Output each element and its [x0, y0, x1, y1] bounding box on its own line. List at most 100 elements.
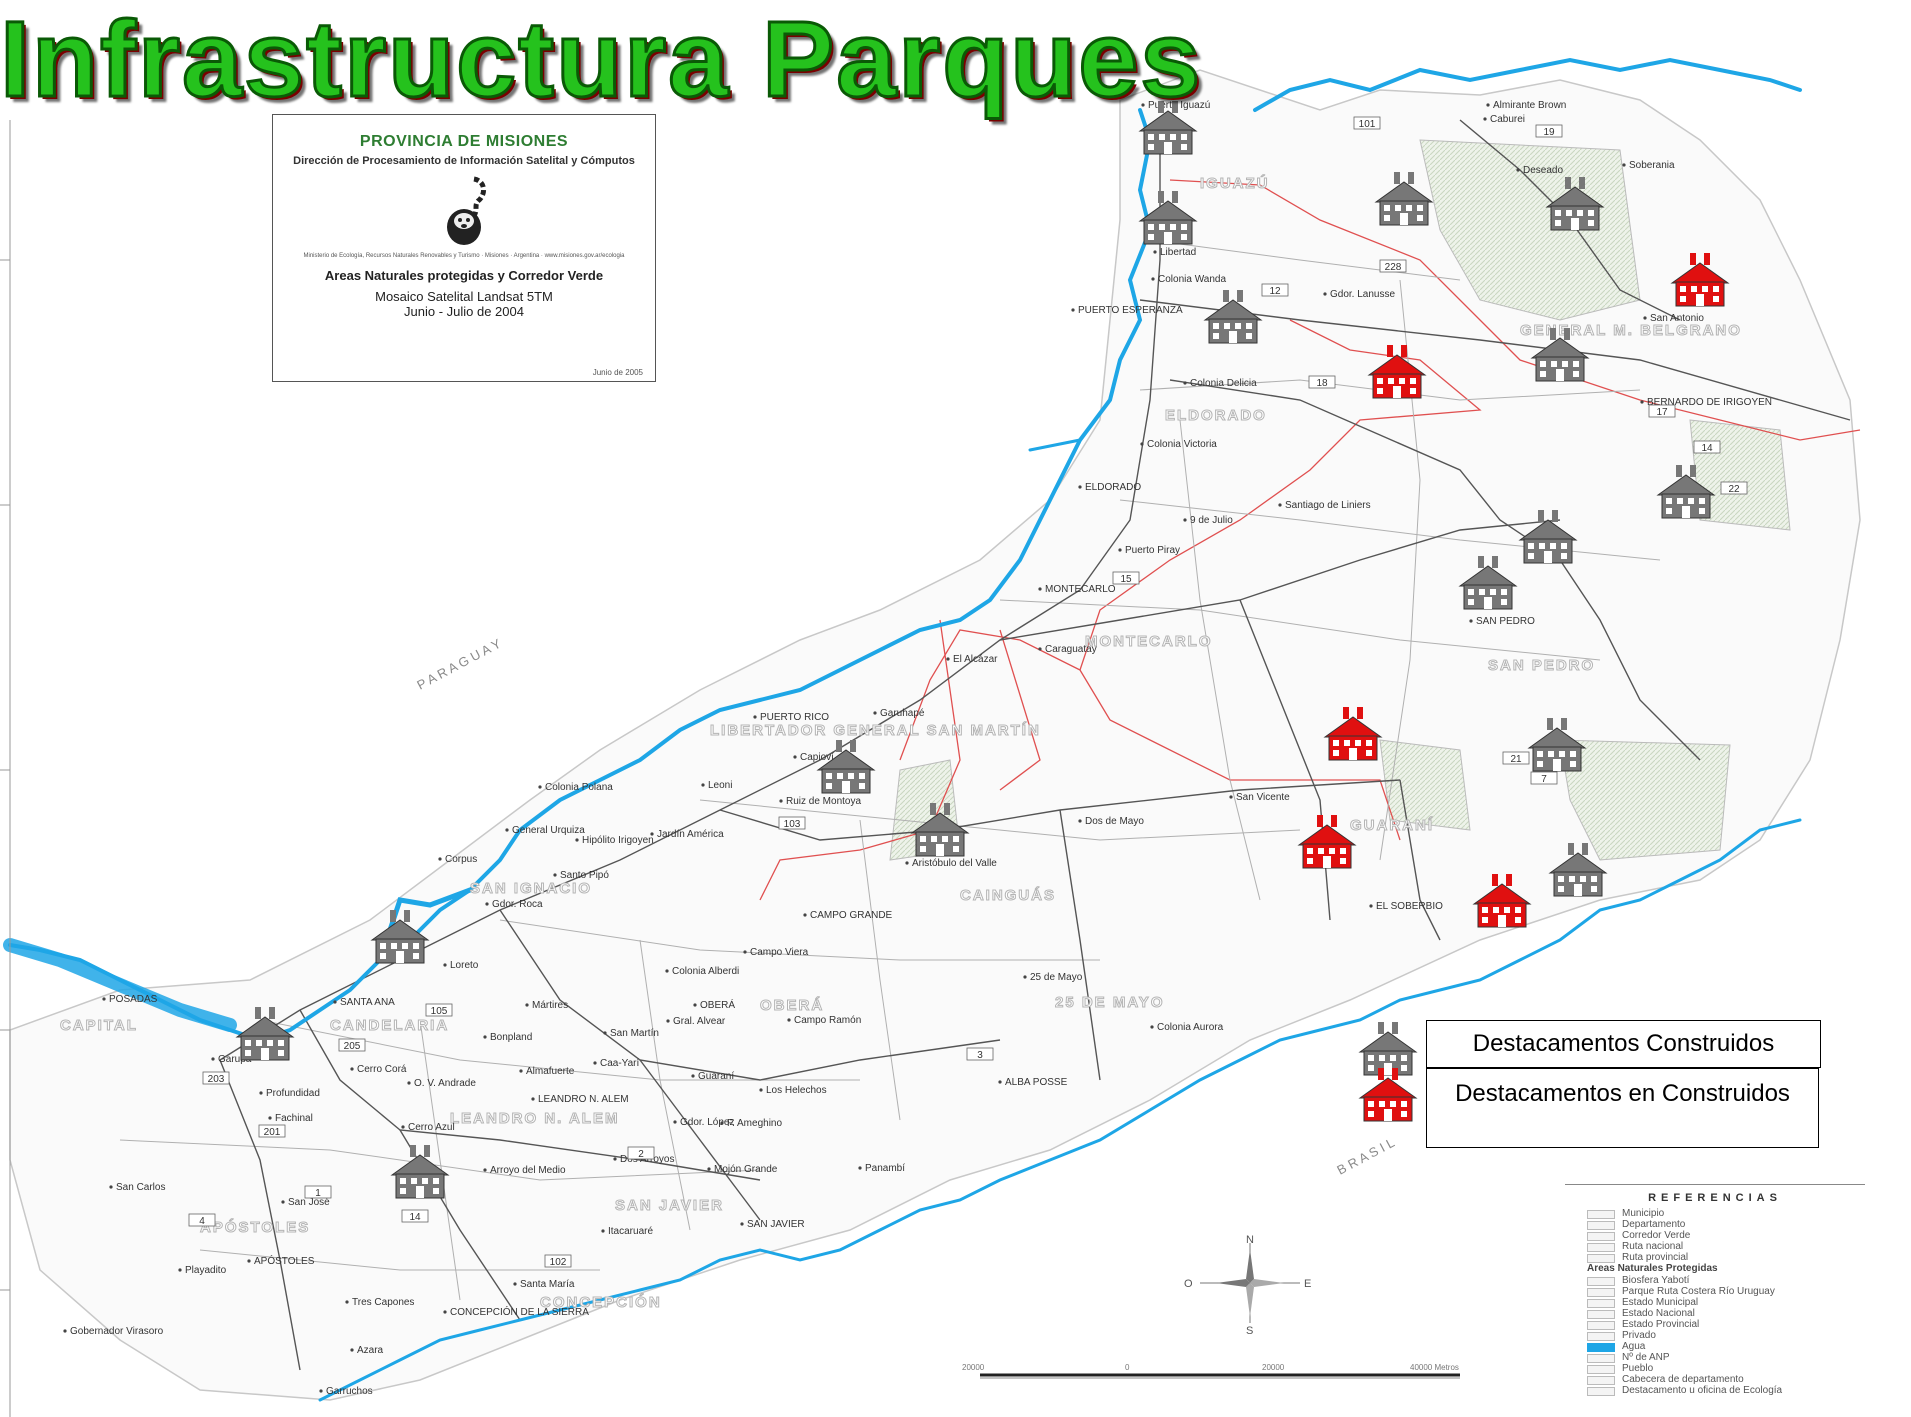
compass-o: O [1184, 1278, 1193, 1290]
town-label: Santa María [520, 1279, 575, 1290]
town-label: Puerto Piray [1125, 545, 1180, 556]
department-label: 25 DE MAYO [1055, 994, 1164, 1011]
town-label: San Antonio [1650, 313, 1704, 324]
station-built-icon[interactable] [1458, 556, 1518, 610]
town-dot [345, 1300, 349, 1304]
route-number: 18 [1316, 378, 1328, 389]
department-label: CONCEPCIÓN [540, 1293, 662, 1311]
station-built-icon[interactable] [370, 910, 430, 964]
reference-protected-item: Parque Ruta Costera Río Uruguay [1565, 1286, 1865, 1297]
town-dot [1516, 168, 1520, 172]
route-number: 101 [1359, 119, 1376, 130]
route-number-badge: 7 [1530, 771, 1558, 785]
reference-label: Estado Provincial [1622, 1319, 1700, 1330]
reference-label: Departamento [1622, 1219, 1686, 1230]
route-number-badge: 14 [401, 1209, 429, 1223]
compass-rose: N S E O [1184, 1234, 1311, 1337]
department-label: LIBERTADOR GENERAL SAN MARTÍN [710, 722, 1041, 739]
town-label: Playadito [185, 1265, 227, 1276]
town-label: Garuhapé [880, 708, 925, 719]
town-label: Almafuerte [526, 1066, 575, 1077]
route-number: 19 [1543, 127, 1555, 138]
route-number: 14 [409, 1212, 421, 1223]
station-construction-icon[interactable] [1297, 815, 1357, 869]
station-built-icon[interactable] [1656, 465, 1716, 519]
town-label: Jardín América [657, 829, 724, 840]
town-dot [1038, 587, 1042, 591]
station-construction-icon[interactable] [1472, 874, 1532, 928]
town-dot [601, 1229, 605, 1233]
route-number: 102 [550, 1257, 567, 1268]
station-construction-icon[interactable] [1670, 253, 1730, 307]
town-label: Guaraní [698, 1071, 734, 1082]
town-label: EL SOBERBIO [1376, 901, 1443, 912]
town-dot [1183, 518, 1187, 522]
route-number-badge: 22 [1720, 481, 1748, 495]
town-dot [350, 1348, 354, 1352]
station-built-icon[interactable] [1138, 101, 1198, 155]
station-built-icon[interactable] [390, 1145, 450, 1199]
route-number: 21 [1510, 754, 1522, 765]
station-built-icon[interactable] [816, 740, 876, 794]
station-built-icon[interactable] [235, 1007, 295, 1061]
town-label: Colonia Wanda [1158, 274, 1226, 285]
route-number-badge: 2 [627, 1146, 655, 1160]
town-label: BERNARDO DE IRIGOYEN [1647, 397, 1772, 408]
scale-bar: 20000 0 20000 40000 Metros [962, 1363, 1460, 1379]
station-built-icon[interactable] [1518, 510, 1578, 564]
station-built-icon[interactable] [1203, 290, 1263, 344]
station-built-icon[interactable] [1374, 172, 1434, 226]
reference-swatch [1587, 1232, 1615, 1241]
town-dot [1229, 795, 1233, 799]
country-label-paraguay: P A R A G U A Y [414, 636, 503, 693]
info-province: PROVINCIA DE MISIONES [359, 133, 569, 150]
station-construction-icon[interactable] [1323, 707, 1383, 761]
station-built-icon[interactable] [1527, 718, 1587, 772]
route-number: 2 [638, 1149, 644, 1160]
town-dot [531, 1097, 535, 1101]
reference-other-item: Nº de ANP [1565, 1352, 1865, 1363]
town-label: MONTECARLO [1045, 584, 1116, 595]
station-built-icon[interactable] [1548, 843, 1608, 897]
station-built-icon[interactable] [1530, 328, 1590, 382]
station-built-icon[interactable] [1138, 191, 1198, 245]
town-label: Gdor. López [680, 1117, 734, 1128]
reference-protected-item: Estado Provincial [1565, 1319, 1865, 1330]
department-label: SAN JAVIER [615, 1197, 724, 1214]
town-label: Dos de Mayo [1085, 816, 1144, 827]
station-built-icon[interactable] [1545, 177, 1605, 231]
town-dot [1071, 308, 1075, 312]
town-label: ELDORADO [1085, 482, 1141, 493]
town-dot [787, 1018, 791, 1022]
station-construction-icon[interactable] [1367, 345, 1427, 399]
reference-label: Estado Municipal [1622, 1297, 1699, 1308]
legend-construction-house-icon[interactable] [1358, 1068, 1418, 1122]
town-label: Campo Viera [750, 947, 809, 958]
reference-label: Privado [1622, 1330, 1656, 1341]
town-dot [178, 1268, 182, 1272]
route-number: 1 [315, 1188, 321, 1199]
legend-built-house-icon[interactable] [1358, 1022, 1418, 1076]
town-label: General Urquiza [512, 825, 585, 836]
town-label: Cerro Corá [357, 1064, 407, 1075]
department-label: SAN IGNACIO [470, 880, 592, 897]
town-label: Gdor. Lanusse [1330, 289, 1395, 300]
town-label: Garupá [218, 1054, 252, 1065]
town-dot [350, 1067, 354, 1071]
town-label: Caraguatay [1045, 644, 1097, 655]
reference-protected-item: Privado [1565, 1330, 1865, 1341]
route-number-badge: 17 [1648, 404, 1676, 418]
reference-protected-item: Biosfera Yabotí [1565, 1275, 1865, 1286]
route-number-badge: 201 [258, 1124, 286, 1138]
route-number-badge: 12 [1261, 283, 1289, 297]
route-number: 15 [1120, 574, 1132, 585]
route-number: 14 [1701, 443, 1713, 454]
route-number-badge: 14 [1693, 440, 1721, 454]
scale-label-2: 20000 [1262, 1363, 1285, 1372]
route-number-badge: 228 [1379, 259, 1407, 273]
town-dot [319, 1389, 323, 1393]
town-dot [102, 997, 106, 1001]
station-built-icon[interactable] [910, 803, 970, 857]
town-label: Caburei [1490, 114, 1525, 125]
